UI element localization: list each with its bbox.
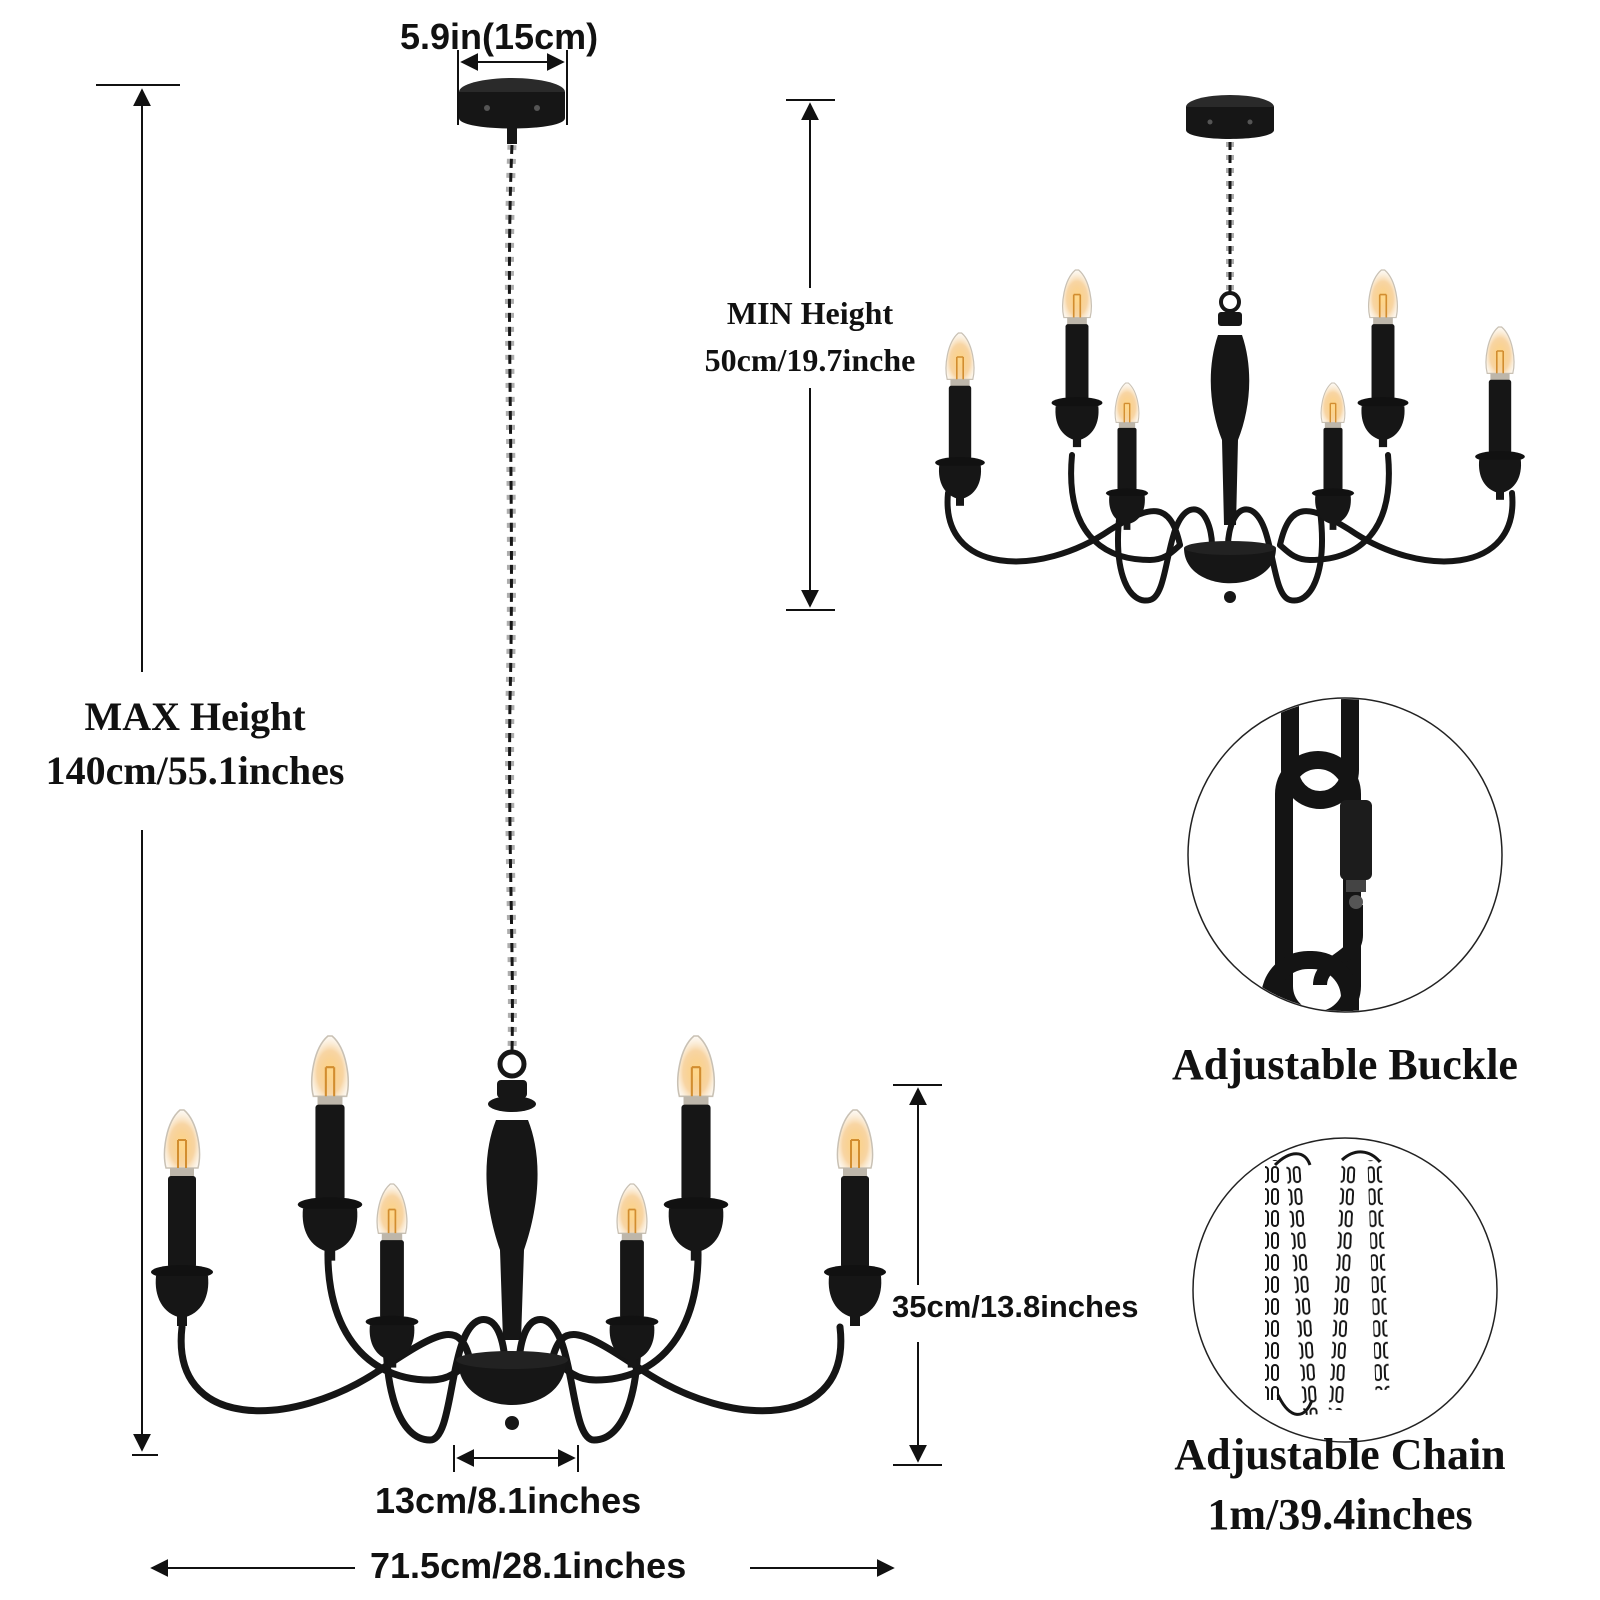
- buckle-label: Adjustable Buckle: [1172, 1040, 1518, 1089]
- min-height-value: 50cm/19.7inche: [704, 342, 916, 378]
- min-height-chandelier-illustration: [934, 95, 1526, 604]
- chain-length-label: 1m/39.4inches: [1207, 1490, 1473, 1539]
- max-height-value: 140cm/55.1inches: [45, 748, 345, 793]
- bowl-width-label: 13cm/8.1inches: [375, 1480, 642, 1521]
- buckle-detail: [1187, 697, 1503, 1013]
- max-height-title: MAX Height: [84, 694, 306, 739]
- body-height-label: 35cm/13.8inches: [892, 1289, 1139, 1324]
- min-height-title: MIN Height: [726, 295, 894, 331]
- main-chandelier-illustration: [150, 78, 887, 1444]
- total-width-label: 71.5cm/28.1inches: [370, 1545, 687, 1586]
- chain-detail: [1192, 1137, 1498, 1443]
- dimension-lines: [96, 50, 942, 1577]
- canopy-width-label: 5.9in(15cm): [400, 16, 599, 57]
- chain-label: Adjustable Chain: [1174, 1430, 1506, 1479]
